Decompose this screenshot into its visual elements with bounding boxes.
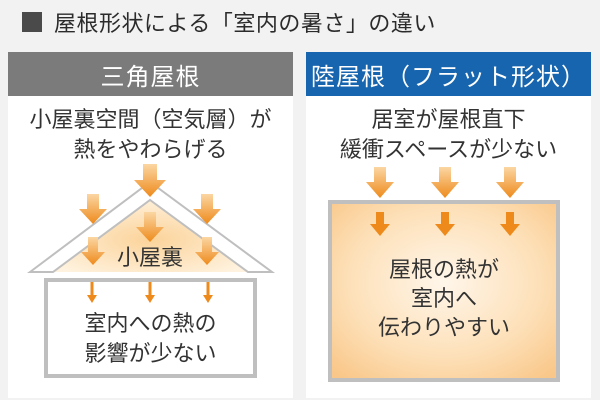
flat-arrow-left <box>366 167 394 198</box>
flat-house-diagram <box>328 167 560 382</box>
page-title: 屋根形状による「室内の暑さ」の違い <box>54 12 436 37</box>
gable-small-arrow-center <box>145 282 155 303</box>
flat-room-arrow-center <box>435 212 455 236</box>
flat-caption-line1: 居室が屋根直下 <box>371 108 526 133</box>
flat-room-arrow-right <box>500 212 520 236</box>
gable-arrow-top <box>134 164 166 197</box>
flat-room-line2: 室内へ <box>410 287 477 312</box>
gable-room-line2: 影響が少ない <box>84 342 217 367</box>
flat-arrow-right <box>496 167 524 198</box>
gable-room-line1: 室内への熱の <box>84 312 217 337</box>
flat-arrow-center <box>431 167 459 198</box>
gable-arrow-attic-right <box>195 237 219 265</box>
gable-house-diagram <box>27 164 276 378</box>
flat-caption-line2: 緩衝スペースが少ない <box>339 138 558 163</box>
gable-arrow-upper-left <box>79 194 107 224</box>
title-square-icon <box>22 12 42 32</box>
gable-roof-header: 三角屋根 <box>8 52 293 96</box>
gable-small-arrow-left <box>87 282 97 303</box>
attic-label: 小屋裏 <box>116 246 183 271</box>
flat-room-arrow-left <box>370 212 390 236</box>
gable-caption-line2: 熱をやわらげる <box>73 138 228 163</box>
gable-upper-arrows <box>79 164 221 265</box>
flat-roof-header: 陸屋根（フラット形状） <box>306 52 591 96</box>
flat-roof-panel: 陸屋根（フラット形状） 居室が屋根直下 緩衝スペースが少ない <box>306 52 591 398</box>
flat-room-arrows <box>370 212 520 236</box>
gable-roof-panel: 三角屋根 小屋裏空間（空気層）が 熱をやわらげる <box>8 52 293 398</box>
title-bar: 屋根形状による「室内の暑さ」の違い <box>22 6 436 38</box>
gable-room-arrows <box>87 282 213 303</box>
flat-room-line3: 伝わりやすい <box>377 316 510 341</box>
gable-small-arrow-right <box>203 282 213 303</box>
gable-arrow-attic-left <box>81 237 105 265</box>
gable-caption-line1: 小屋裏空間（空気層）が <box>29 108 272 133</box>
flat-upper-arrows <box>366 167 524 198</box>
gable-arrow-attic-center <box>136 212 164 242</box>
gable-arrow-upper-right <box>193 194 221 224</box>
flat-room-line1: 屋根の熱が <box>388 258 499 283</box>
